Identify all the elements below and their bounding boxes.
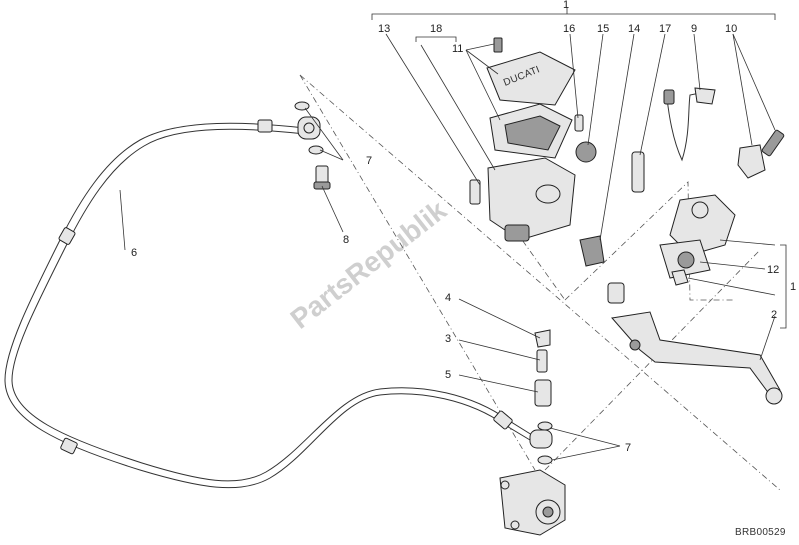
- hose-clamp: [493, 410, 513, 430]
- pin: [574, 114, 584, 132]
- callout-18: 18: [430, 23, 442, 35]
- callout-16: 16: [563, 23, 575, 35]
- washer: [294, 101, 310, 111]
- construction-line: [544, 249, 761, 471]
- washer: [537, 421, 553, 431]
- clutch-lever: [611, 311, 781, 396]
- reservoir-cap: [486, 51, 576, 106]
- clutch-switch: [663, 89, 675, 105]
- callout-8: 8: [343, 234, 349, 246]
- callout-17: 17: [659, 23, 671, 35]
- group-bracket-18: [415, 36, 457, 42]
- callout-12: 12: [767, 264, 779, 276]
- banjo-fitting: [529, 429, 553, 449]
- callout-13: 13: [378, 23, 390, 35]
- construction-line: [299, 74, 781, 491]
- clutch-switch-wire: [666, 91, 706, 162]
- handlebar-clamp: [737, 144, 766, 179]
- switch-connector: [694, 87, 716, 105]
- hose-clamp: [60, 437, 78, 455]
- reservoir-body: [487, 157, 576, 241]
- nut: [671, 269, 689, 286]
- group-bracket-1: [371, 13, 776, 20]
- callout-2: 2: [771, 309, 777, 321]
- leader-lines: [119, 33, 776, 461]
- reservoir-hose-fitting: [504, 224, 530, 242]
- cap-screw: [493, 37, 503, 53]
- clutch-hose: [4, 122, 531, 489]
- grommet: [575, 141, 597, 163]
- callout-7-upper: 7: [366, 155, 372, 167]
- washer: [308, 145, 324, 155]
- callout-1-top: 1: [563, 0, 569, 11]
- callout-9: 9: [691, 23, 697, 35]
- push-rod: [631, 151, 645, 193]
- master-cylinder-body: [669, 194, 736, 256]
- reservoir-float: [469, 179, 481, 205]
- watermark: PartsRepublik: [285, 194, 453, 335]
- hose-clamp: [58, 227, 76, 245]
- dust-boot: [579, 235, 605, 267]
- bleed-valve: [536, 349, 548, 373]
- bushing: [607, 282, 625, 304]
- washer: [537, 455, 553, 465]
- callout-15: 15: [597, 23, 609, 35]
- drawing-code: BRB00529: [735, 527, 786, 538]
- callout-3: 3: [445, 333, 451, 345]
- callout-5: 5: [445, 369, 451, 381]
- callout-14: 14: [628, 23, 640, 35]
- hose-clamp: [257, 119, 273, 133]
- bleed-screw: [534, 379, 552, 407]
- group-bracket-1-right: [780, 244, 787, 329]
- callout-7-lower: 7: [625, 442, 631, 454]
- callout-10: 10: [725, 23, 737, 35]
- bleed-cap: [534, 329, 551, 348]
- callout-11: 11: [452, 43, 463, 55]
- callout-4: 4: [445, 292, 451, 304]
- construction-line: [514, 229, 566, 301]
- callout-6: 6: [131, 247, 137, 259]
- callout-1-right: 1: [790, 281, 796, 293]
- clamp-bolt: [761, 129, 785, 157]
